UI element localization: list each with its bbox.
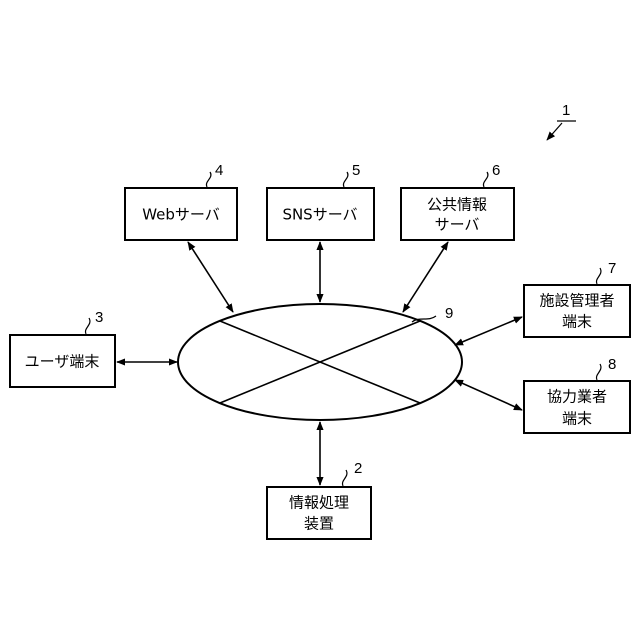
facility-manager-terminal-label-line2: 端末	[562, 313, 592, 331]
sns-server-ref-number: 5	[352, 162, 360, 179]
partner-terminal-ref-number: 8	[608, 356, 616, 373]
info-processing-device-label-line1: 情報処理	[289, 494, 349, 512]
web-server-label: Webサーバ	[142, 206, 220, 224]
public-info-server-ref-number: 6	[492, 162, 500, 179]
public-info-server-label-line2: サーバ	[435, 216, 480, 234]
info-processing-device-label-line2: 装置	[304, 515, 334, 533]
partner-terminal-ref-leader	[596, 364, 601, 380]
public-info-server-node: 公共情報 サーバ 6	[401, 162, 514, 240]
info-processing-device-node: 情報処理 装置 2	[267, 460, 371, 539]
info-processing-device-ref-number: 2	[354, 460, 362, 477]
public-info-server-ref-leader	[483, 172, 488, 187]
facility-manager-terminal-label-line1: 施設管理者	[539, 292, 614, 310]
user-terminal-label: ユーザ端末	[25, 353, 100, 371]
figure-reference-arrow	[547, 123, 562, 140]
facility-manager-terminal-ref-leader	[596, 268, 601, 284]
user-terminal-ref-leader	[85, 318, 90, 334]
figure-number: 1	[562, 102, 570, 119]
partner-terminal-label-line1: 協力業者	[547, 388, 607, 406]
network: 9	[178, 304, 462, 420]
partner-terminal-node: 協力業者 端末 8	[524, 356, 630, 433]
user-terminal-node: ユーザ端末 3	[10, 309, 115, 387]
sns-server-ref-leader	[343, 172, 348, 187]
web-server-ref-leader	[206, 172, 211, 187]
facility-manager-terminal-ref-number: 7	[608, 260, 616, 277]
sns-server-node: SNSサーバ 5	[267, 162, 374, 240]
facility-manager-terminal-node: 施設管理者 端末 7	[524, 260, 630, 337]
figure-reference: 1	[547, 102, 576, 140]
web-server-node: Webサーバ 4	[125, 162, 237, 240]
sns-server-label: SNSサーバ	[282, 206, 357, 224]
network-ref-number: 9	[445, 305, 453, 322]
web-server-connection-arrow	[188, 242, 233, 312]
user-terminal-ref-number: 3	[95, 309, 103, 326]
web-server-ref-number: 4	[215, 162, 223, 179]
partner-terminal-connection-arrow	[455, 380, 522, 410]
facility-manager-terminal-connection-arrow	[455, 317, 522, 345]
partner-terminal-label-line2: 端末	[562, 410, 592, 428]
public-info-server-label-line1: 公共情報	[427, 196, 487, 214]
public-info-server-connection-arrow	[403, 242, 448, 312]
info-processing-device-ref-leader	[342, 470, 347, 486]
